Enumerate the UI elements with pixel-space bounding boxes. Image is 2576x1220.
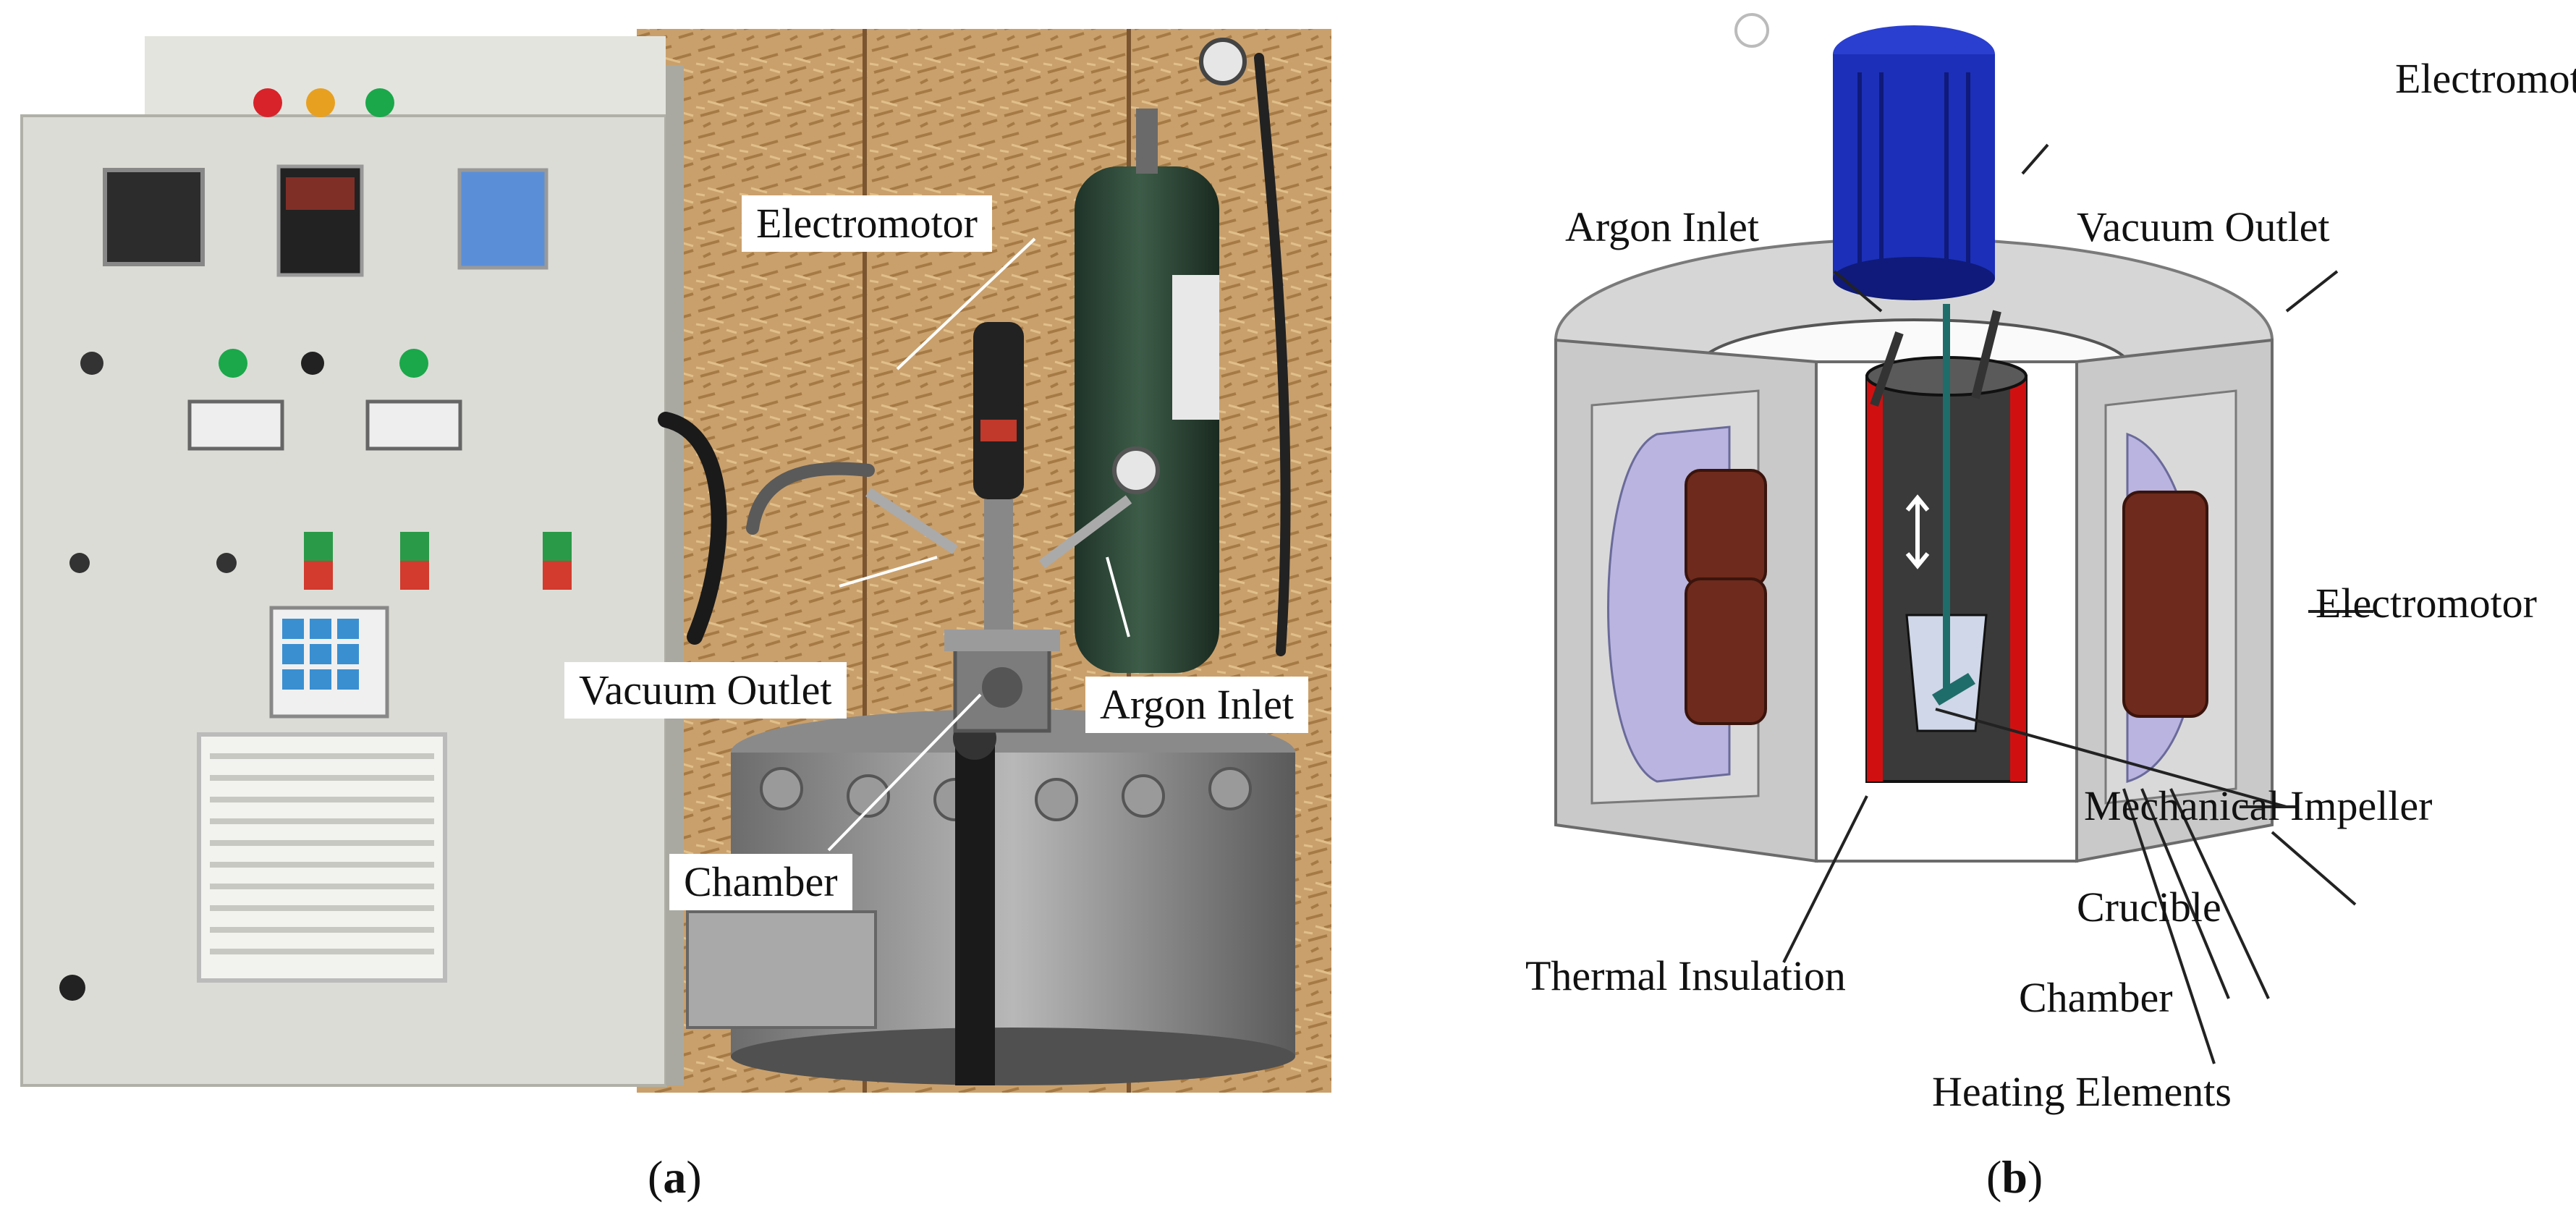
caption-a: (a): [648, 1151, 702, 1203]
diagram-label-vacuum-outlet: Vacuum Outlet: [2077, 203, 2330, 250]
ventilation-grille: [197, 732, 447, 983]
green-indicator-lamp: [365, 88, 394, 117]
selector-switch-2: [301, 352, 324, 375]
cabinet-lock: [59, 975, 85, 1001]
diagram-label-crucible: Crucible: [2077, 884, 2221, 931]
argon-gas-cylinder: [1075, 38, 1247, 673]
motion-arrow: [1905, 494, 1930, 569]
coil-left-upper: [1685, 469, 1767, 588]
control-cabinet: [20, 36, 684, 1087]
side-tray: [686, 910, 877, 1029]
gas-hoses: [658, 53, 1291, 656]
yellow-indicator-lamp: [306, 88, 335, 117]
selector-switch-1: [80, 352, 103, 375]
heating-element-right: [2010, 376, 2026, 781]
diagram-label-thermal-insulation: Thermal Insulation: [1525, 952, 1846, 999]
caption-b: (b): [1986, 1151, 2043, 1203]
cutaway-diagram: [1554, 13, 2373, 1064]
marker-circle: [1734, 13, 1769, 48]
diagram-label-mechanical-impeller: Mechanical Impeller: [2084, 782, 2433, 829]
electromotor-photo: [973, 322, 1024, 499]
diagram-leader-lines: [1782, 143, 2373, 1064]
diagram-label-chamber: Chamber: [2019, 974, 2173, 1021]
photo-label-chamber: Chamber: [669, 854, 852, 910]
right-shell-section: [2075, 338, 2274, 863]
chamber: [1865, 304, 2028, 783]
support-pole: [955, 738, 995, 1085]
digital-timer-2: [365, 399, 462, 451]
digital-timer-1: [187, 399, 284, 451]
pressure-gauge: [1199, 38, 1247, 85]
chamber-assembly: [865, 322, 1160, 733]
electromotor-blue: [1833, 25, 1995, 300]
red-indicator-lamp: [253, 88, 282, 117]
diagram-label-heating-elements: Heating Elements: [1932, 1068, 2232, 1115]
vacuum-outlet-tube: [1971, 310, 2001, 399]
photo-illustration: [20, 29, 1331, 1093]
diagram-label-argon-inlet: Argon Inlet: [1565, 203, 1759, 250]
diagram-label-electromotor-top: Electromotor: [2395, 55, 2576, 102]
diagram-panel-b: Electromotor Argon Inlet Vacuum Outlet E…: [1505, 0, 2576, 1129]
green-button-2: [399, 349, 428, 378]
furnace-body: [686, 709, 1295, 1085]
blue-controller: [457, 168, 548, 270]
photo-label-electromotor: Electromotor: [742, 195, 993, 252]
mechanical-impeller: [1932, 673, 1975, 706]
photo-label-vacuum-outlet: Vacuum Outlet: [564, 662, 847, 719]
coil-right: [2122, 491, 2208, 718]
photo-label-argon-inlet: Argon Inlet: [1085, 677, 1308, 733]
coil-left-lower: [1685, 577, 1767, 725]
meter-display-1: [103, 168, 205, 266]
left-shell-section: [1554, 338, 1818, 863]
heating-element-left: [1867, 376, 1883, 781]
green-button-1: [219, 349, 247, 378]
diagram-label-electromotor-side: Electromotor: [2316, 580, 2538, 627]
argon-inlet-tube: [1870, 331, 1904, 407]
photo-panel-a: Electromotor Vacuum Outlet Argon Inlet C…: [0, 0, 1346, 1100]
photo-leader-lines: [827, 237, 1130, 852]
